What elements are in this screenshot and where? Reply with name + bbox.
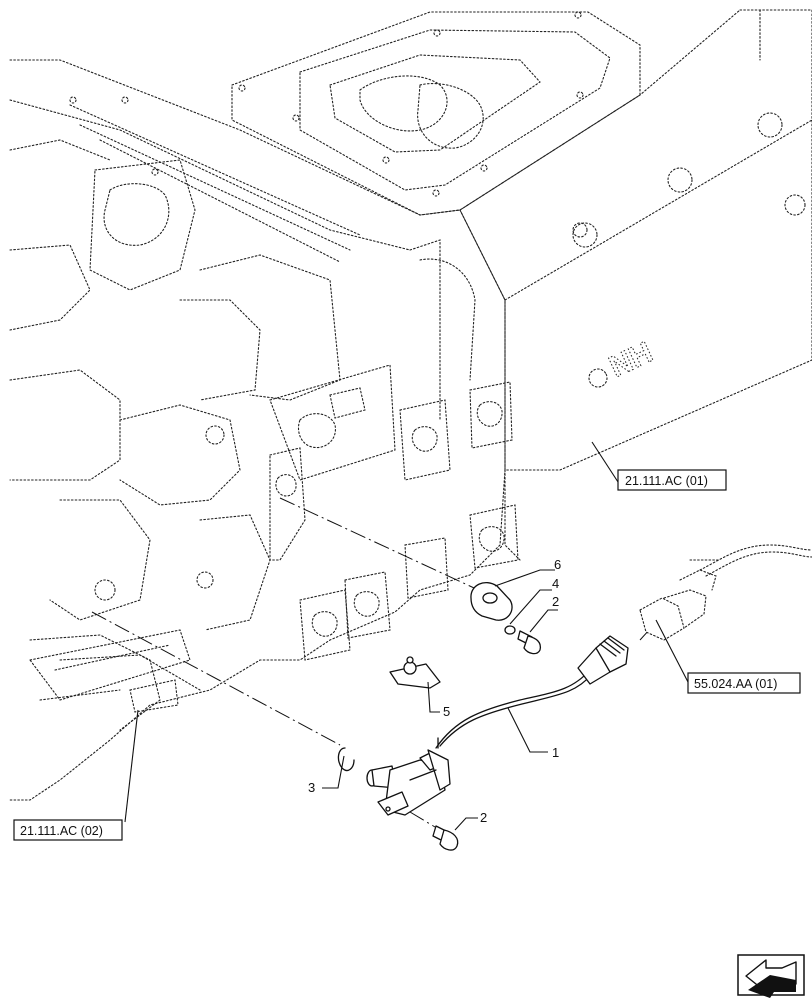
connector-plug xyxy=(577,635,629,685)
reference-box-21-111-ac-02[interactable]: 21.111.AC (02) xyxy=(13,819,123,841)
reference-label: 21.111.AC (01) xyxy=(625,474,708,488)
callout-2: 2 xyxy=(552,594,559,609)
callout-1: 1 xyxy=(552,745,559,760)
callout-3: 3 xyxy=(308,780,315,795)
reference-box-21-111-ac-01[interactable]: 21.111.AC (01) xyxy=(617,469,727,491)
sensor-bracket xyxy=(389,656,441,689)
leader-1 xyxy=(507,707,548,753)
reference-label: 21.111.AC (02) xyxy=(20,824,103,838)
leader-ref-55-024-aa-01 xyxy=(655,619,689,683)
arrow-back-icon xyxy=(745,959,797,998)
screw-lower xyxy=(432,825,459,851)
callout-4: 4 xyxy=(552,576,559,591)
sensor-cable xyxy=(435,669,591,749)
reference-box-55-024-aa-01[interactable]: 55.024.AA (01) xyxy=(687,672,801,694)
axis-line-screw xyxy=(409,811,441,831)
leader-2a xyxy=(529,609,558,633)
o-ring xyxy=(337,747,355,772)
leader-ref-21-111-ac-02 xyxy=(124,709,139,823)
screw-upper xyxy=(517,630,542,655)
axis-line-upper xyxy=(279,497,501,601)
sensor-cable-inner xyxy=(439,673,593,747)
gasket-flange xyxy=(470,582,513,621)
reference-label: 55.024.AA (01) xyxy=(694,677,777,691)
speed-sensor xyxy=(366,737,451,816)
leader-5 xyxy=(427,681,440,713)
callout-6: 6 xyxy=(554,557,561,572)
leader-ref-21-111-ac-01 xyxy=(591,441,619,483)
housing-logo: NH xyxy=(588,335,658,388)
axis-line-lower xyxy=(91,611,341,746)
housing-logo-text: NH xyxy=(604,336,657,384)
leader-3 xyxy=(322,755,345,789)
leader-4 xyxy=(509,589,552,625)
transmission-housing xyxy=(9,9,812,801)
leader-6 xyxy=(494,569,555,587)
nav-button[interactable] xyxy=(737,954,805,998)
washer xyxy=(504,625,516,635)
wiring-harness-connector xyxy=(639,544,812,641)
leader-2b xyxy=(454,817,478,831)
callout-2: 2 xyxy=(480,810,487,825)
callout-5: 5 xyxy=(443,704,450,719)
